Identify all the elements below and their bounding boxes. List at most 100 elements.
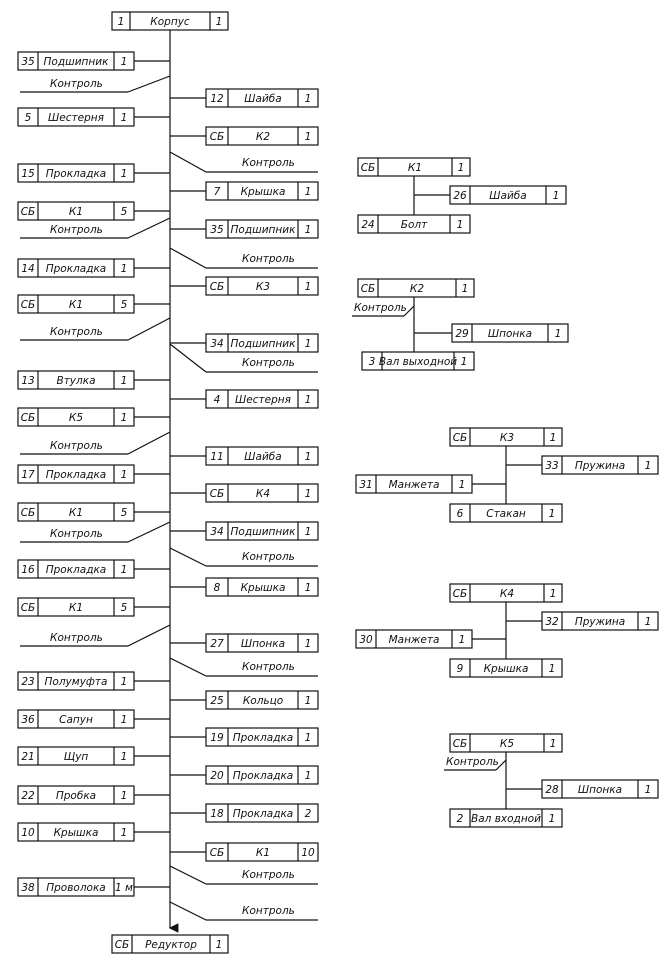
part-quantity: 5 [121, 507, 128, 519]
part-box-frame [355, 629, 473, 649]
part-name: К2 [410, 283, 424, 295]
part-number: 26 [453, 190, 467, 202]
part-quantity: 1 [305, 582, 312, 594]
part-name: Крышка [54, 827, 99, 839]
part-number: 33 [545, 460, 558, 472]
part-name: Прокладка [46, 263, 107, 275]
control-label: Контроль [50, 78, 103, 90]
part-number: СБ [210, 847, 225, 859]
part-quantity: 1 [553, 190, 560, 202]
control-branch [169, 865, 207, 885]
part-quantity: 1 [121, 790, 128, 802]
part-quantity: 1 [121, 375, 128, 387]
control-label: Контроль [242, 869, 295, 881]
control-label: Контроль [446, 756, 499, 768]
part-number: 15 [21, 168, 35, 180]
part-quantity: 1 [121, 469, 128, 481]
part-name: Прокладка [233, 808, 294, 820]
part-box-frame [541, 455, 659, 475]
part-name: Подшипник [231, 526, 297, 538]
part-number: СБ [453, 432, 468, 444]
part-quantity: 1 [645, 616, 652, 628]
part-quantity: 1 [305, 224, 312, 236]
part-quantity: 1 [121, 112, 128, 124]
part-number: 20 [210, 770, 224, 782]
part-name: Пружина [575, 460, 625, 472]
part-name: Щуп [64, 751, 89, 763]
part-name: К2 [256, 131, 270, 143]
part-box-frame [449, 658, 563, 678]
part-name: Шпонка [488, 328, 532, 340]
part-name: Подшипник [231, 338, 297, 350]
part-quantity: 1 [305, 394, 312, 406]
part-name: Прокладка [233, 732, 294, 744]
part-quantity: 10 [301, 847, 315, 859]
part-name: Проволока [46, 882, 106, 894]
part-quantity: 1 [121, 412, 128, 424]
part-number: 36 [21, 714, 35, 726]
part-box-frame [355, 474, 473, 494]
part-number: СБ [21, 602, 36, 614]
part-name: Шайба [244, 93, 281, 105]
control-branch [495, 759, 507, 771]
part-name: Манжета [389, 479, 440, 491]
part-quantity: 1 [121, 676, 128, 688]
part-number: 32 [545, 616, 559, 628]
part-quantity: 1 [121, 751, 128, 763]
control-branch [127, 317, 171, 341]
part-quantity: 1 м [115, 882, 133, 894]
part-name: Крышка [241, 186, 286, 198]
part-number: СБ [453, 738, 468, 750]
control-label: Контроль [50, 440, 103, 452]
part-number: 6 [457, 508, 464, 520]
part-number: 17 [21, 469, 35, 481]
part-box-frame [111, 11, 229, 31]
control-branch [169, 247, 207, 269]
part-quantity: 1 [645, 460, 652, 472]
control-branch [169, 901, 207, 921]
part-number: 4 [214, 394, 221, 406]
part-name: К1 [256, 847, 270, 859]
part-number: 14 [21, 263, 34, 275]
part-quantity: 1 [457, 219, 464, 231]
control-branch [127, 624, 171, 647]
part-number: 2 [457, 813, 464, 825]
part-name: Крышка [241, 582, 286, 594]
part-name: К4 [500, 588, 514, 600]
part-name: Втулка [56, 375, 95, 387]
part-quantity: 1 [305, 488, 312, 500]
part-number: 13 [21, 375, 34, 387]
part-name: К1 [408, 162, 422, 174]
part-number: СБ [361, 162, 376, 174]
part-quantity: 1 [550, 738, 557, 750]
part-name: Вал выходной [379, 356, 457, 368]
part-number: 9 [457, 663, 464, 675]
part-quantity: 5 [121, 206, 128, 218]
part-name: Шестерня [48, 112, 104, 124]
part-number: 18 [210, 808, 224, 820]
part-name: К3 [500, 432, 514, 444]
